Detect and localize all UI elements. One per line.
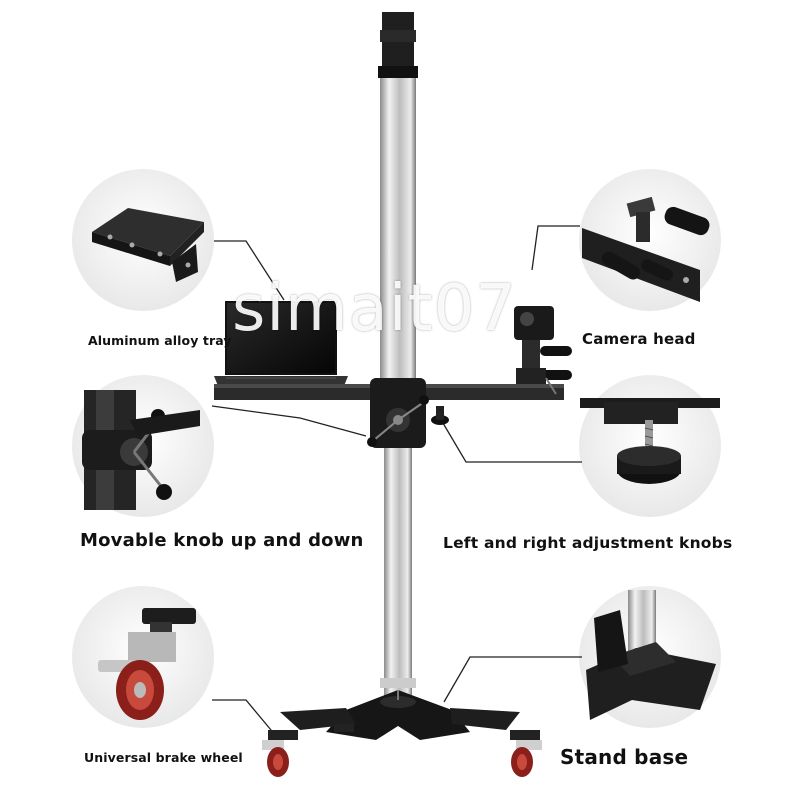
adjustment-knob-detail-icon [580, 398, 720, 484]
brake-wheel-detail-circle [72, 586, 214, 728]
label-brake-wheel: Universal brake wheel [84, 750, 243, 765]
tray-detail-icon [92, 208, 204, 282]
leader-knob [211, 405, 367, 437]
label-aluminum-tray: Aluminum alloy tray [88, 333, 232, 348]
brake-wheel-detail-icon [98, 608, 196, 720]
laptop [214, 301, 348, 386]
label-movable-knob: Movable knob up and down [80, 530, 364, 551]
leader-lines [211, 225, 582, 737]
tray-detail-circle [72, 169, 214, 311]
leader-tray [214, 240, 285, 301]
leader-camera [531, 225, 580, 271]
leader-adjust [439, 417, 582, 463]
camera-head-detail-circle [579, 169, 721, 311]
lower-pole [384, 444, 412, 704]
main-stand [214, 12, 572, 777]
label-stand-base: Stand base [560, 745, 689, 769]
center-caster [334, 724, 354, 732]
left-caster [262, 730, 298, 777]
label-left-right-knobs: Left and right adjustment knobs [443, 534, 733, 552]
upper-pole [380, 78, 416, 384]
label-camera-head: Camera head [582, 330, 696, 348]
adjustment-knob-detail-circle [579, 375, 721, 517]
leader-base [443, 656, 582, 703]
camera-mount [514, 306, 572, 395]
center-clamp [367, 378, 449, 448]
stand-base-detail-icon [586, 590, 716, 720]
stand-base-detail-circle [579, 586, 721, 728]
camera-head-detail-icon [582, 196, 710, 302]
right-caster [510, 730, 542, 777]
tripod-base [280, 690, 520, 740]
leader-wheel [212, 699, 277, 737]
knob-detail-icon [82, 390, 200, 510]
knob-detail-circle [72, 375, 214, 517]
